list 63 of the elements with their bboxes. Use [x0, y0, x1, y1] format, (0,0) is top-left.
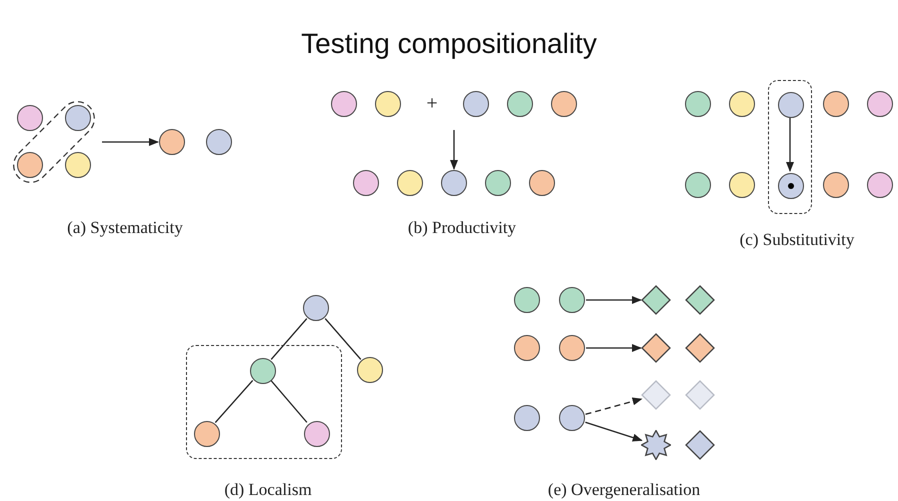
diamond	[641, 285, 671, 315]
arrow	[586, 296, 642, 304]
circle	[357, 357, 383, 383]
circle	[778, 173, 804, 199]
circle	[353, 170, 379, 196]
connector-line	[214, 380, 254, 423]
circle	[529, 170, 555, 196]
circle	[559, 335, 585, 361]
circle	[194, 421, 220, 447]
dashed-box	[186, 345, 342, 459]
diamond	[641, 380, 671, 410]
arrow	[586, 344, 642, 352]
arrow	[450, 130, 458, 170]
circle	[250, 358, 276, 384]
diamond	[641, 333, 671, 363]
circle	[551, 91, 577, 117]
circle	[441, 170, 467, 196]
circle	[304, 421, 330, 447]
circle	[867, 91, 893, 117]
circle	[206, 129, 232, 155]
caption: (c) Substitutivity	[740, 230, 854, 250]
circle	[507, 91, 533, 117]
diamond	[685, 430, 715, 460]
connector-line	[270, 318, 308, 360]
connector-line	[270, 380, 308, 423]
circle	[65, 105, 91, 131]
circle	[17, 152, 43, 178]
circle	[823, 91, 849, 117]
circle	[159, 129, 185, 155]
caption: (a) Systematicity	[67, 218, 183, 238]
circle	[514, 335, 540, 361]
caption: (e) Overgeneralisation	[548, 480, 700, 500]
circle	[867, 172, 893, 198]
dashed-box	[768, 80, 812, 214]
circle	[514, 405, 540, 431]
circle	[559, 405, 585, 431]
diagram-title: Testing compositionality	[300, 28, 598, 60]
circle	[303, 295, 329, 321]
circle	[685, 91, 711, 117]
arrow	[585, 422, 643, 442]
plus-sign: +	[426, 92, 438, 116]
circle	[514, 287, 540, 313]
circle	[331, 91, 357, 117]
circle	[559, 287, 585, 313]
circle	[778, 92, 804, 118]
arrow	[786, 118, 794, 172]
arrow	[102, 138, 159, 146]
circle	[463, 91, 489, 117]
circle	[729, 172, 755, 198]
circle	[729, 91, 755, 117]
circle	[685, 172, 711, 198]
arrow	[585, 397, 642, 415]
caption: (d) Localism	[224, 480, 312, 500]
caption: (b) Productivity	[408, 218, 516, 238]
star-shape	[641, 430, 671, 460]
diamond	[685, 333, 715, 363]
circle	[375, 91, 401, 117]
circle	[485, 170, 511, 196]
diamond	[685, 380, 715, 410]
connector-line	[324, 318, 362, 360]
diamond	[685, 285, 715, 315]
circle	[823, 172, 849, 198]
circle	[397, 170, 423, 196]
